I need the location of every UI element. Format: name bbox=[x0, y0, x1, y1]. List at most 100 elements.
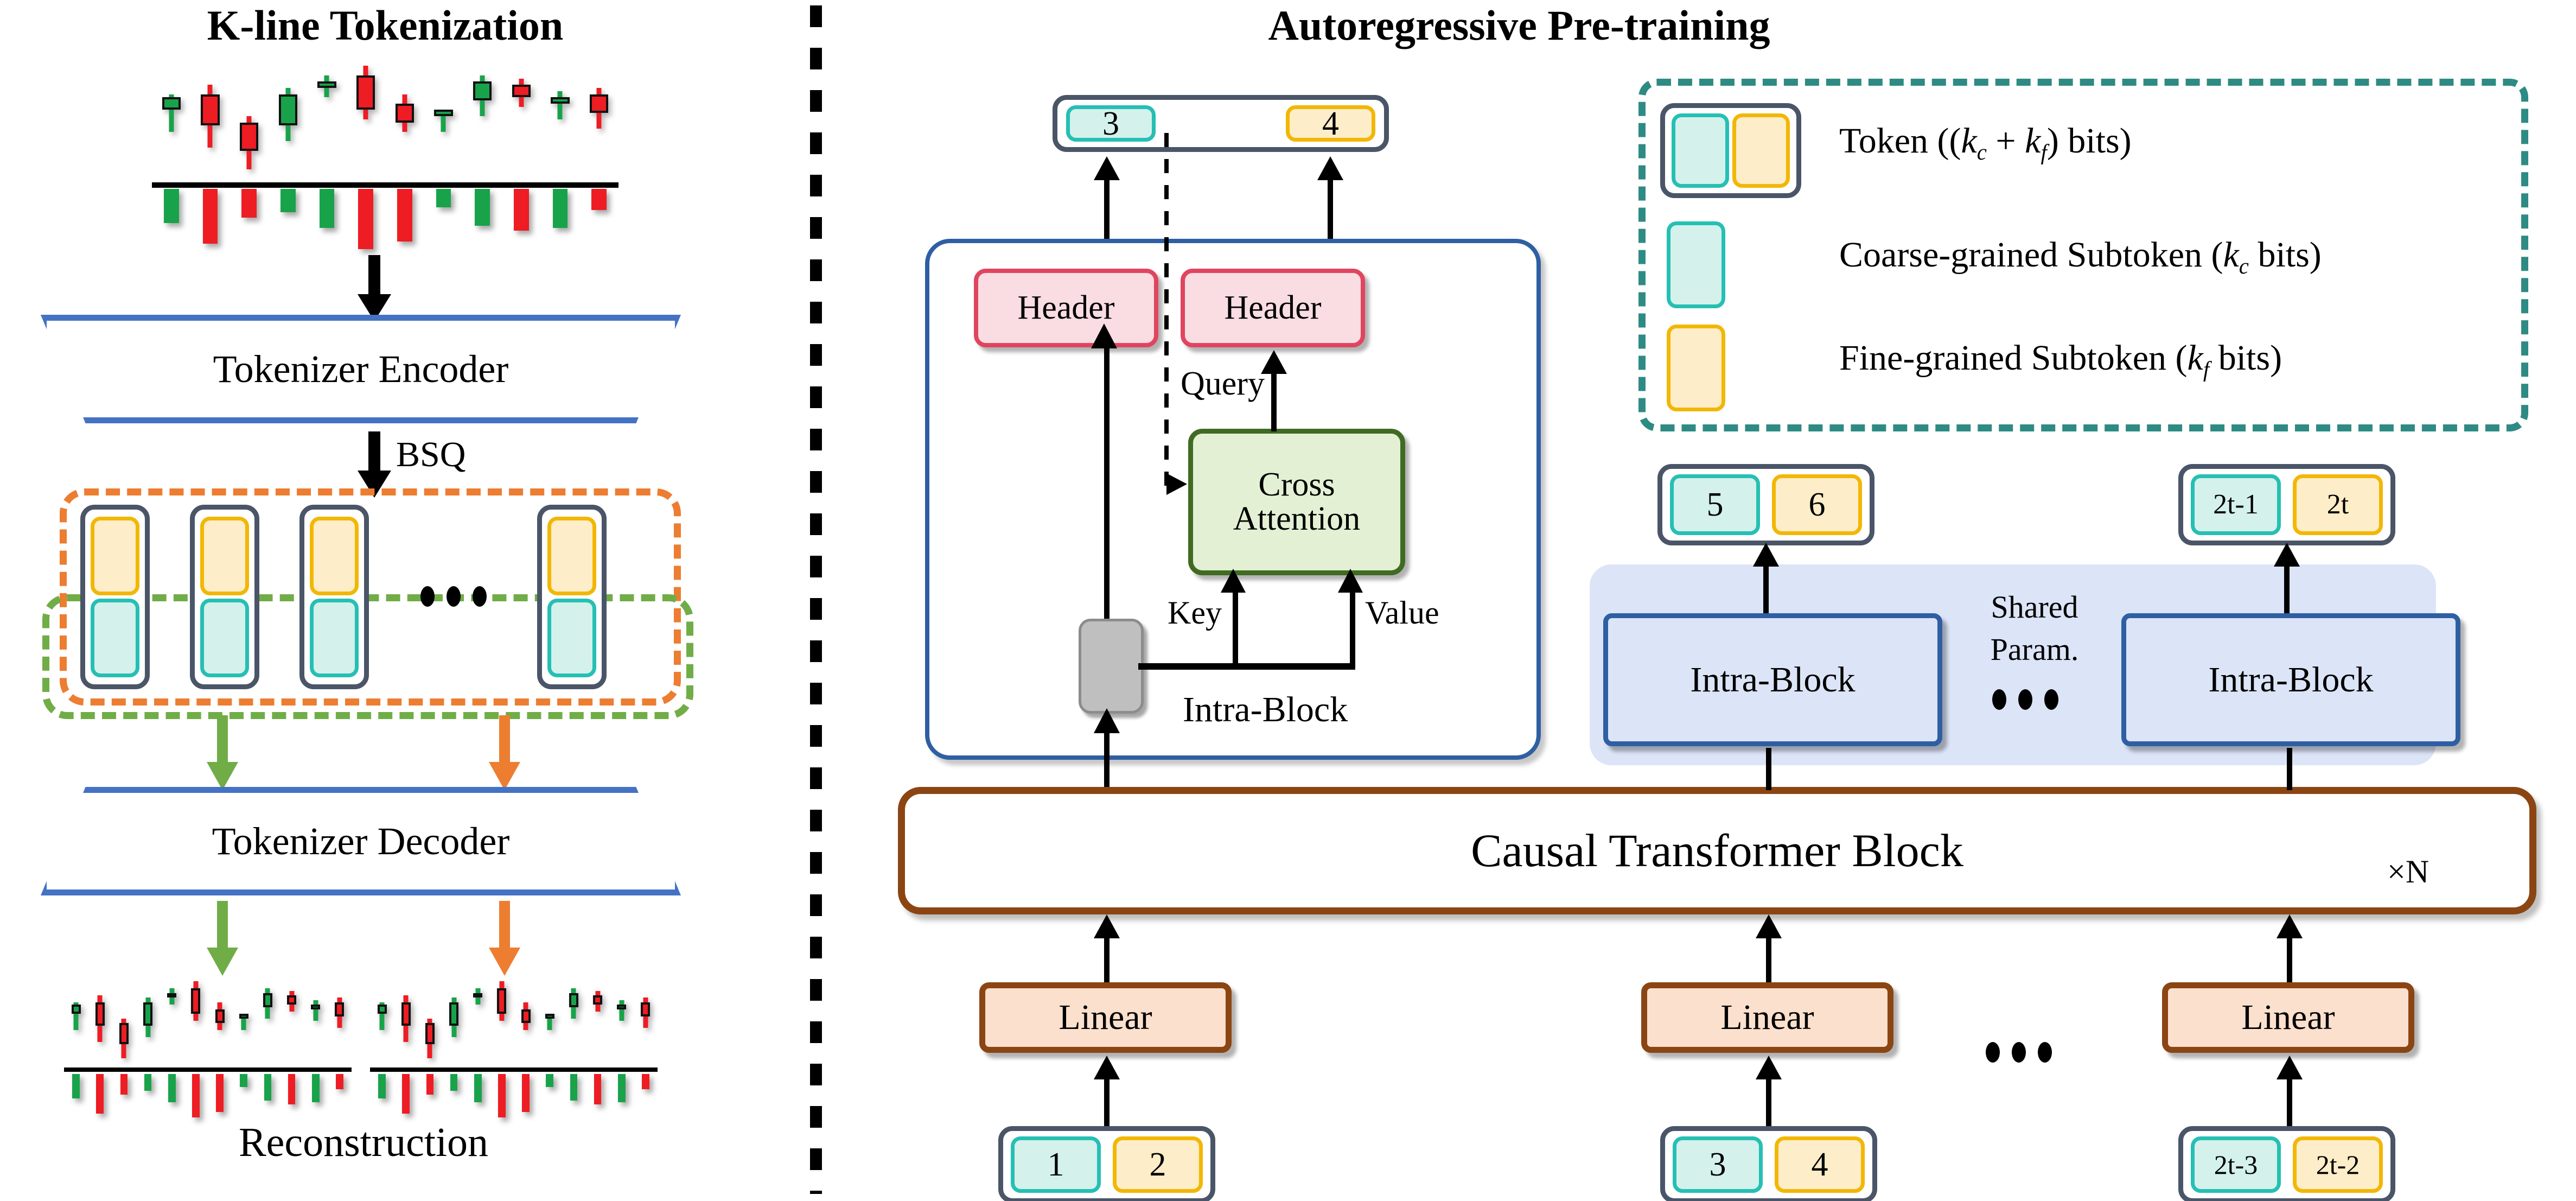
volume-bar bbox=[397, 188, 412, 242]
reconstruction-label: Reconstruction bbox=[238, 1120, 489, 1165]
candlestick bbox=[589, 60, 609, 176]
candle-body bbox=[143, 1002, 153, 1026]
linear-block-1: Linear bbox=[979, 982, 1232, 1053]
kline-baseline bbox=[370, 1067, 658, 1072]
legend-fine-k1sub: f bbox=[2203, 357, 2210, 382]
candle-body bbox=[641, 1002, 651, 1016]
volume-bar bbox=[168, 1074, 176, 1103]
query-label: Query bbox=[1181, 365, 1265, 402]
linear-block-1-label: Linear bbox=[1059, 997, 1152, 1038]
bsq-label: BSQ bbox=[396, 435, 466, 474]
input-token-capsule-12: 1 2 bbox=[998, 1126, 1215, 1201]
candle-body bbox=[191, 988, 201, 1014]
candlestick bbox=[167, 977, 177, 1063]
candle-body bbox=[593, 995, 603, 1005]
cross-attention-block: Cross Attention bbox=[1188, 429, 1405, 575]
legend-fine-prefix: Fine-grained Subtoken ( bbox=[1839, 338, 2188, 378]
arrow-coarse-to-decoder bbox=[206, 715, 239, 791]
volume-bar bbox=[72, 1074, 80, 1099]
token-capsule bbox=[190, 505, 259, 689]
candlestick bbox=[191, 977, 201, 1063]
tokenizer-encoder-block: Tokenizer Encoder bbox=[41, 315, 681, 423]
linear-block-2: Linear bbox=[1641, 982, 1893, 1053]
candlestick bbox=[263, 977, 272, 1063]
legend-coarse-swatch bbox=[1667, 221, 1725, 308]
legend-coarse-prefix: Coarse-grained Subtoken ( bbox=[1839, 235, 2223, 275]
legend-fine-swatch bbox=[1667, 325, 1725, 411]
input-token-fine-4: 4 bbox=[1775, 1136, 1865, 1193]
arrow-header-right-to-token bbox=[1317, 156, 1343, 239]
shared-param-line1: Shared bbox=[1991, 589, 2078, 625]
legend-token-k2sub: f bbox=[2041, 140, 2047, 165]
input-token-coarse-value-3: 3 bbox=[1709, 1146, 1726, 1183]
candlestick bbox=[356, 60, 375, 176]
candlestick bbox=[239, 60, 259, 176]
causal-transformer-block: Causal Transformer Block bbox=[898, 787, 2536, 914]
candlestick bbox=[497, 977, 507, 1063]
candle-body bbox=[239, 1014, 248, 1019]
token-capsule bbox=[537, 505, 607, 689]
candle-body bbox=[215, 1009, 225, 1024]
arrow-transformer-to-intrablock-left bbox=[1758, 748, 1780, 790]
linear-block-3: Linear bbox=[2162, 982, 2414, 1053]
candlestick bbox=[71, 977, 81, 1063]
arrow-encoder-to-tokens bbox=[358, 431, 391, 498]
query-dashed-arrowhead bbox=[1166, 473, 1187, 495]
candlestick bbox=[545, 977, 554, 1063]
candlestick bbox=[395, 60, 415, 176]
volume-bar bbox=[192, 1074, 200, 1117]
arrow-fine-to-decoder bbox=[488, 715, 521, 791]
candlestick bbox=[311, 977, 321, 1063]
input-token-coarse-1: 1 bbox=[1011, 1136, 1101, 1193]
tokens-ellipsis bbox=[420, 586, 487, 607]
legend-fine-k1: k bbox=[2187, 338, 2203, 378]
input-token-fine-value-2: 2 bbox=[1149, 1146, 1166, 1183]
legend-token-plus: + bbox=[1986, 121, 2025, 161]
arrow-header-left-to-token bbox=[1094, 156, 1120, 239]
legend-item-token-label: Token ((kc + kf) bits) bbox=[1839, 120, 2132, 165]
input-token-fine-2t2: 2t-2 bbox=[2293, 1136, 2383, 1193]
upper-token-coarse-2t: 2t-1 bbox=[2191, 474, 2281, 535]
candlestick bbox=[377, 977, 387, 1063]
upper-token-fine-value-2t: 2t bbox=[2326, 489, 2349, 520]
candlestick bbox=[434, 60, 453, 176]
candle-body bbox=[395, 103, 415, 123]
candle-wick bbox=[73, 1002, 79, 1031]
candle-body bbox=[551, 97, 570, 104]
volume-bar bbox=[280, 188, 296, 213]
transformer-repeat-label: ×N bbox=[2387, 854, 2430, 889]
candle-wick bbox=[379, 1002, 385, 1031]
volume-bar bbox=[546, 1074, 554, 1088]
fine-subtoken-swatch bbox=[310, 517, 359, 595]
candlestick bbox=[215, 977, 225, 1063]
volume-bar bbox=[358, 188, 373, 249]
volume-bar bbox=[450, 1074, 458, 1091]
candle-wick bbox=[313, 1000, 318, 1021]
token-capsule bbox=[299, 505, 369, 689]
volume-bar bbox=[514, 188, 529, 231]
legend-coarse-suffix: bits) bbox=[2248, 235, 2322, 275]
fine-subtoken-swatch bbox=[200, 517, 249, 595]
candlestick bbox=[425, 977, 435, 1063]
header-left-label: Header bbox=[1017, 289, 1115, 326]
candle-body bbox=[569, 993, 578, 1007]
input-token-coarse-3: 3 bbox=[1673, 1136, 1763, 1193]
key-arrowhead bbox=[1221, 569, 1246, 593]
legend-token-k1sub: c bbox=[1976, 140, 1987, 165]
value-arrowhead bbox=[1338, 569, 1363, 593]
candle-body bbox=[317, 81, 336, 88]
key-line bbox=[1233, 592, 1238, 668]
candlestick bbox=[521, 977, 531, 1063]
candle-body bbox=[473, 993, 483, 998]
candlestick bbox=[317, 60, 336, 176]
arrow-token-to-linear-1 bbox=[1094, 1056, 1120, 1126]
candle-body bbox=[311, 1005, 321, 1009]
coarse-subtoken-swatch bbox=[310, 599, 359, 677]
keyvalue-branch-line bbox=[1138, 663, 1355, 670]
volume-bar bbox=[202, 188, 218, 244]
input-token-fine-value-2t2: 2t-2 bbox=[2316, 1149, 2360, 1180]
intra-block-right-label: Intra-Block bbox=[2208, 659, 2374, 700]
candle-body bbox=[356, 75, 375, 110]
volume-bar bbox=[378, 1074, 386, 1099]
volume-bar bbox=[552, 188, 568, 228]
